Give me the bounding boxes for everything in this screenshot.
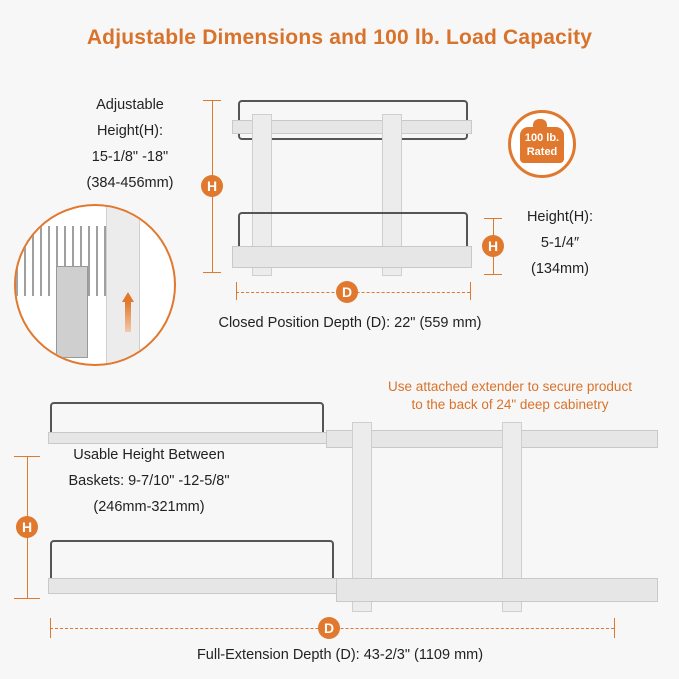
label-line: (384-456mm) — [86, 175, 174, 191]
page-title: Adjustable Dimensions and 100 lb. Load C… — [86, 26, 593, 49]
badge-line: Rated — [526, 146, 558, 158]
extender-note: Use attached extender to secure product … — [350, 378, 670, 414]
label-line: Height(H): — [526, 209, 594, 225]
label-line: Usable Height Between — [73, 447, 225, 463]
usable-height-text: Usable Height Between Baskets: 9-7/10" -… — [44, 442, 254, 520]
frame-post — [252, 114, 272, 276]
extended-product-illustration — [46, 402, 658, 620]
frame-post-detail — [106, 206, 140, 364]
depth-marker-badge: D — [336, 281, 358, 303]
dimension-tick — [484, 274, 502, 275]
label-line: Adjustable — [96, 97, 164, 113]
dimension-tick — [236, 282, 237, 300]
adjustable-height-text: Adjustable Height(H): 15-1/8" -18" (384-… — [70, 92, 190, 196]
label-line: (134mm) — [530, 261, 589, 277]
weight-rating-badge: 100 lb. Rated — [508, 110, 576, 178]
frame-post — [382, 114, 402, 276]
label-line: Baskets: 9-7/10" -12-5/8" — [68, 473, 230, 489]
slide-rail-detail — [56, 266, 88, 358]
frame-post — [352, 422, 372, 612]
dimension-tick — [203, 272, 221, 273]
full-depth-label: Full-Extension Depth (D): 43-2/3" (1109 … — [196, 647, 484, 663]
upper-extender-rail — [326, 430, 658, 448]
dimension-tick — [470, 282, 471, 300]
dimension-tick — [614, 618, 615, 638]
lower-extender-rail — [336, 578, 658, 602]
upper-rail — [232, 120, 472, 134]
closed-depth-label: Closed Position Depth (D): 22" (559 mm) — [218, 315, 482, 331]
weight-icon-body: 100 lb. Rated — [520, 127, 564, 163]
label-line: 15-1/8" -18" — [91, 149, 169, 165]
closed-product-illustration — [232, 96, 478, 282]
lower-rail — [232, 246, 472, 268]
note-line: to the back of 24" deep cabinetry — [411, 397, 609, 412]
basket-height-badge: H — [482, 235, 504, 257]
weight-icon — [533, 119, 547, 129]
lower-basket-extended — [50, 540, 334, 582]
label-line: (246mm-321mm) — [93, 499, 205, 515]
full-depth-badge: D — [318, 617, 340, 639]
up-down-arrows-icon — [122, 292, 134, 342]
label-line: 5-1/4″ — [540, 235, 580, 251]
note-line: Use attached extender to secure product — [388, 379, 632, 394]
height-marker-badge: H — [201, 175, 223, 197]
badge-line: 100 lb. — [524, 132, 560, 144]
frame-post — [502, 422, 522, 612]
dimension-tick — [14, 598, 40, 599]
slide-detail-closeup — [14, 204, 176, 366]
usable-height-badge: H — [16, 516, 38, 538]
label-line: Height(H): — [96, 123, 164, 139]
basket-height-text: Height(H): 5-1/4″ (134mm) — [510, 204, 610, 282]
lower-slide-rail — [48, 578, 350, 594]
